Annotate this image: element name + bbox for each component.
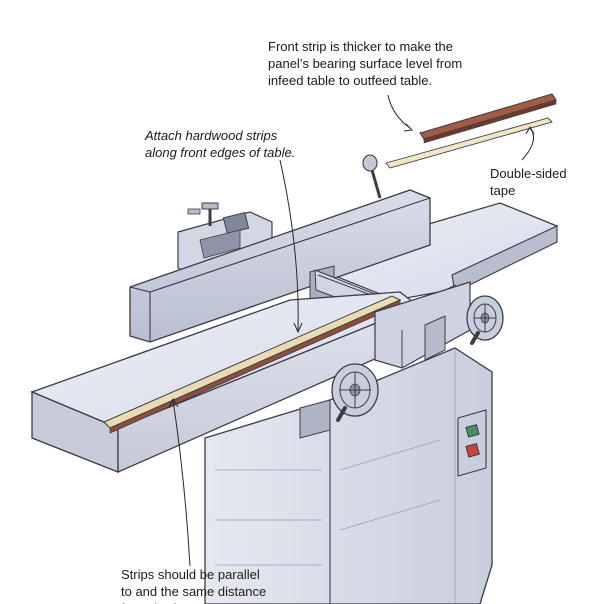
parallel-callout: Strips should be parallel to and the sam… (121, 567, 267, 604)
fence (129, 154, 431, 343)
thin-tape-strip (385, 117, 553, 169)
front-strip-callout: Front strip is thicker to make the panel… (268, 39, 463, 88)
front-handwheel-icon (331, 363, 379, 422)
center-casting (374, 281, 471, 369)
attach-strips-callout: Attach hardwood strips along front edges… (145, 128, 296, 160)
parallel-leader (172, 399, 191, 567)
attach-strips-leader (279, 159, 299, 331)
rear-handwheel-icon (466, 295, 504, 345)
tape-leader (521, 127, 535, 161)
leader-lines (168, 94, 535, 567)
infeed-table (30, 291, 420, 473)
thick-front-strip (419, 93, 557, 144)
green-switch-icon (465, 424, 480, 438)
switch-box (457, 409, 487, 477)
red-switch-icon (465, 443, 480, 458)
tape-callout: Double-sided tape (490, 166, 567, 198)
front-strip-leader (387, 94, 411, 129)
